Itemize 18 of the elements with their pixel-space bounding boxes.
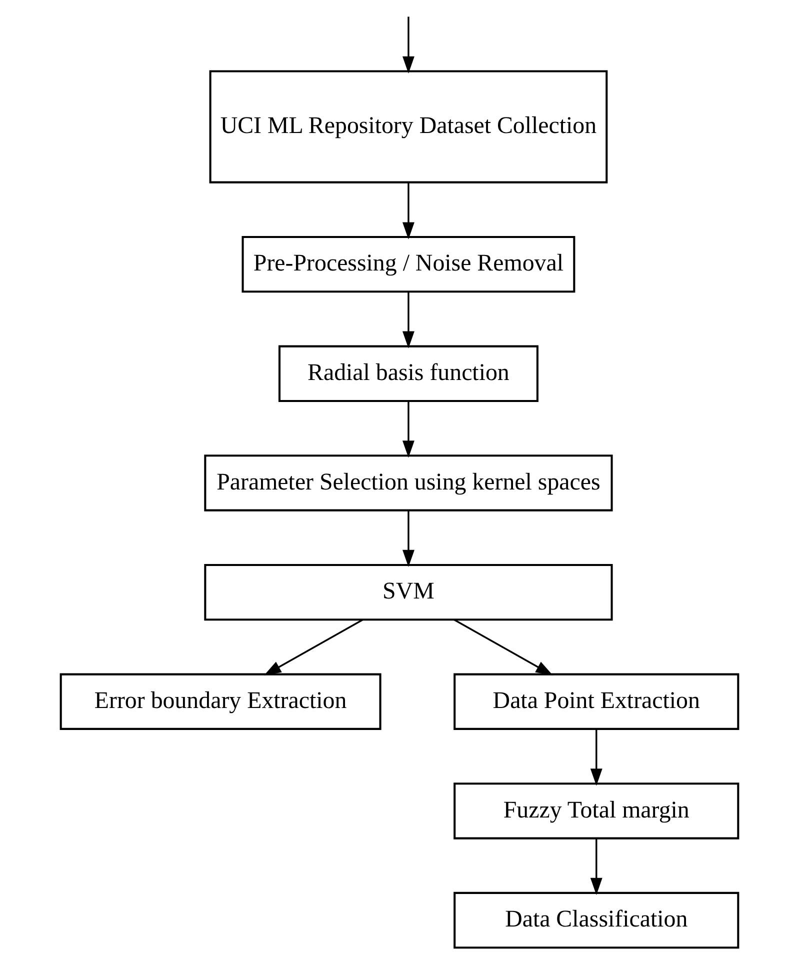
arrow (590, 838, 602, 896)
arrow (454, 618, 553, 676)
node-box: Pre-Processing / Noise Removal (242, 236, 576, 293)
node-box: Fuzzy Total margin (454, 782, 740, 840)
arrow (402, 401, 414, 458)
node-box: Parameter Selection using kernel spaces (204, 454, 613, 512)
node-box: Data Point Extraction (454, 673, 740, 730)
node-box: UCI ML Repository Dataset Collection (209, 70, 608, 184)
arrow (402, 183, 414, 240)
node-box: Error boundary Extraction (60, 673, 382, 730)
node-box: Radial basis function (278, 345, 538, 402)
arrow (402, 510, 414, 568)
arrow (590, 728, 602, 786)
node-box: SVM (204, 564, 613, 621)
arrow (264, 618, 364, 676)
arrow (402, 16, 414, 74)
arrow (402, 292, 414, 348)
node-box: Data Classification (454, 892, 740, 949)
